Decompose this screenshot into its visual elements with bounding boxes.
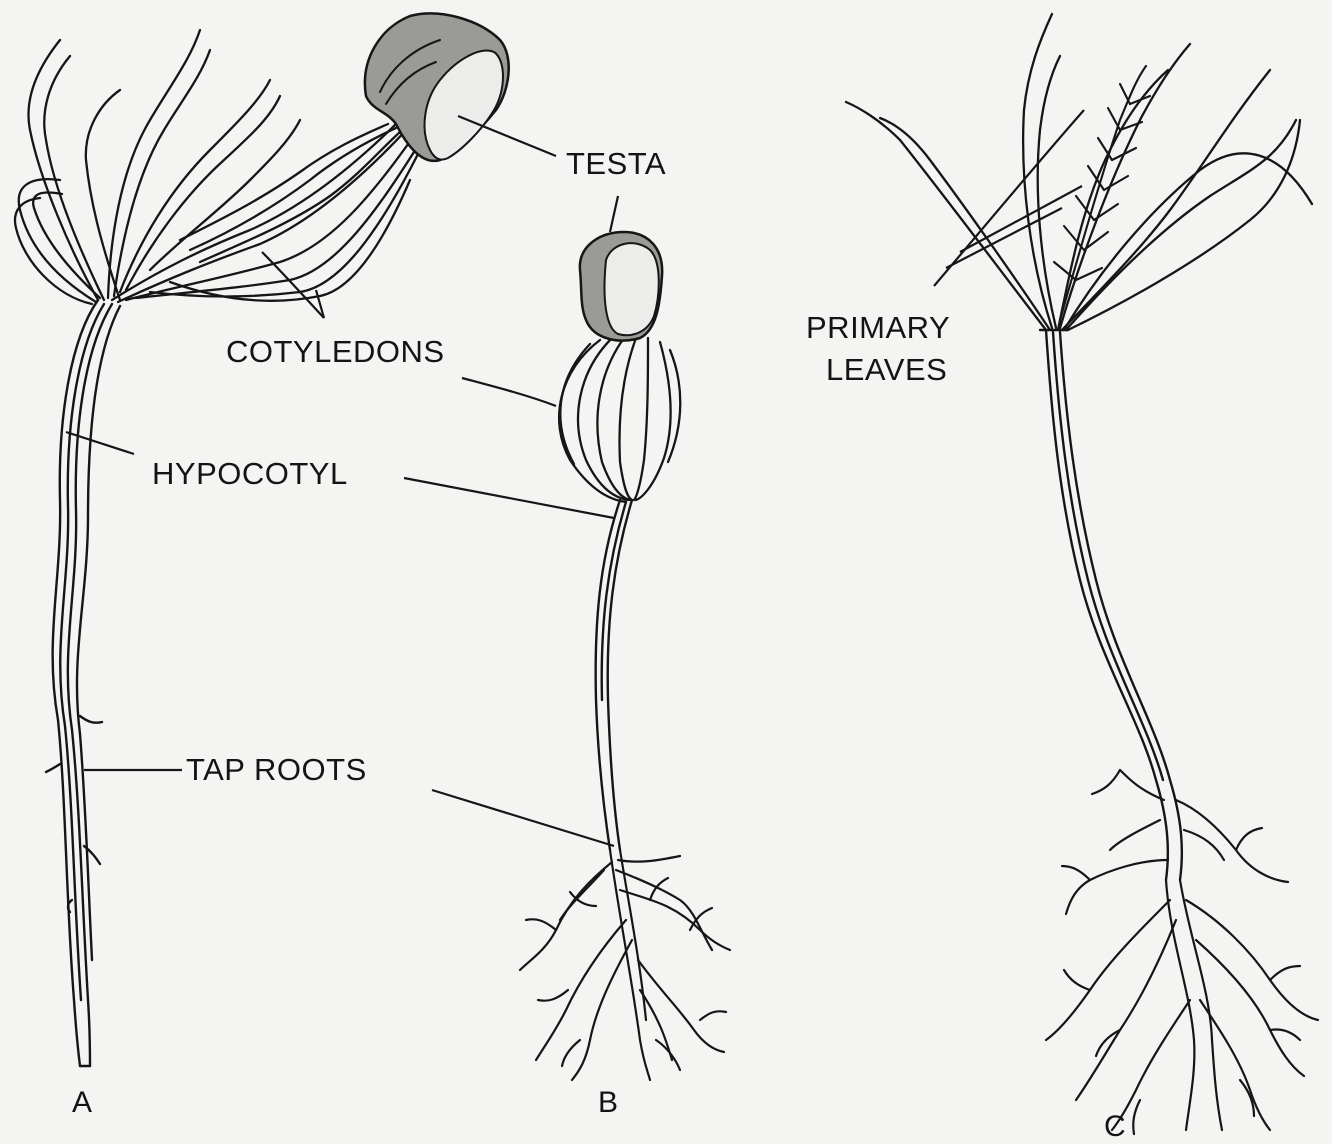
leader-primary-leaves-2: [960, 186, 1082, 252]
seedling-c-roots: [1046, 770, 1318, 1134]
seedling-b-roots: [520, 850, 730, 1080]
seedling-b-testa: [580, 232, 662, 341]
figure-label-a: A: [72, 1088, 93, 1118]
leader-cotyledons-b: [462, 378, 556, 406]
figure-label-c: C: [1104, 1112, 1126, 1142]
seedling-b-cotyledons: [559, 338, 680, 502]
leader-testa-b: [610, 196, 618, 232]
label-primary-leaves-line2: LEAVES: [826, 354, 947, 385]
seedling-a-leaves: [15, 30, 300, 304]
leader-cotyledons-a1: [262, 252, 324, 318]
seedling-c-leaves: [846, 14, 1312, 330]
label-hypocotyl: HYPOCOTYL: [152, 458, 348, 489]
seedling-a: [15, 13, 509, 1066]
label-testa: TESTA: [566, 148, 666, 179]
seedling-a-stem: [53, 300, 120, 1066]
seedling-a-cotyledons: [112, 120, 424, 302]
label-primary-leaves-line1: PRIMARY: [806, 312, 950, 343]
seedling-c: [846, 14, 1318, 1134]
seedling-b-stem: [596, 500, 632, 850]
label-tap-roots: TAP ROOTS: [186, 754, 367, 785]
figure-label-b: B: [598, 1088, 619, 1118]
leader-taproot-b: [432, 790, 614, 846]
seedling-b: [520, 232, 730, 1080]
label-cotyledons: COTYLEDONS: [226, 336, 445, 367]
seedling-a-testa: [365, 13, 509, 160]
leader-hypocotyl-b: [404, 478, 614, 518]
leader-primary-leaves-1: [946, 208, 1062, 268]
